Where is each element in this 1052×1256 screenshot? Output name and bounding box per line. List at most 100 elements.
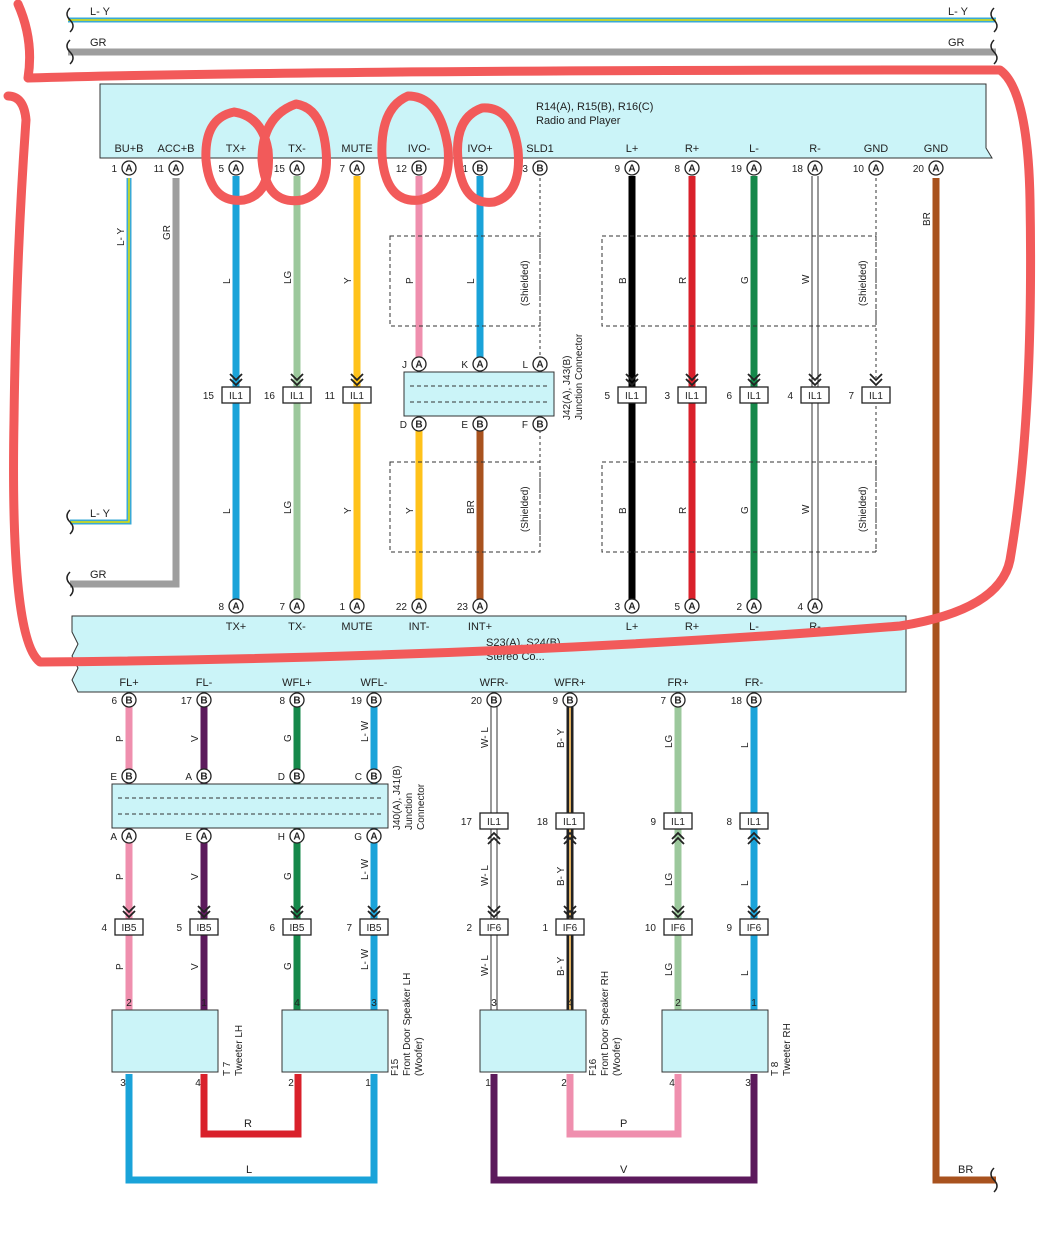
il1-right-chev-3: [747, 831, 761, 845]
j40-bottom-letter-0: A: [110, 832, 117, 843]
speaker-wire-right-label-a-3: L: [740, 742, 751, 748]
lower-wire-label-3: Y: [405, 507, 416, 514]
bu-b-wire-label: L- Y: [116, 228, 127, 246]
il1-right-3-pin: 8: [726, 817, 732, 828]
stereo-top-pin-num-6: 5: [674, 602, 680, 613]
radio-pin-num-13: 20: [913, 164, 925, 175]
il1-upper-0-label: IL1: [229, 391, 243, 402]
il1-upper-chev-4: [685, 373, 699, 387]
radio-pin-6-circle: [472, 160, 488, 176]
speaker-wire-right-label-b-3: L: [740, 880, 751, 886]
radio-pin-3-circle: [289, 160, 305, 176]
radio-pin-0-circle: [121, 160, 137, 176]
stereo-top-pin-3-circle: [411, 598, 427, 614]
j40-top-letter-0: E: [110, 772, 117, 783]
speaker-wire-left-label-b-1: V: [190, 873, 201, 880]
upper-wire-label-8: W: [801, 274, 812, 284]
stereo-top-pin-num-7: 2: [736, 602, 742, 613]
stereo-bottom-pin-name-4: WFR-: [480, 677, 509, 689]
stereo-top-pin-0-circle: [228, 598, 244, 614]
loop-r-label: R: [244, 1118, 252, 1130]
speaker-3-pin-top-l: 2: [675, 998, 681, 1009]
stereo-bottom-pin-num-4: 20: [471, 696, 483, 707]
speaker-wire-left-label-b-3: L- W: [360, 858, 371, 880]
stereo-bottom-pin-circle-0-letter: B: [125, 696, 132, 707]
stereo-top-pin-name-5: L+: [626, 621, 639, 633]
stereo-bottom-pin-num-3: 19: [351, 696, 363, 707]
ib5-3-label: IB5: [366, 923, 381, 934]
speaker-3-id: T 8: [770, 1061, 781, 1076]
stereo-bottom-pin-name-6: FR+: [667, 677, 688, 689]
ib5-1-label: IB5: [196, 923, 211, 934]
loop-l-label: L: [246, 1164, 252, 1176]
stereo-top-pin-6-letter: A: [688, 602, 695, 613]
j40-bottom-letter-2: H: [278, 832, 285, 843]
ib5-2-pin: 6: [269, 923, 275, 934]
junction-connector-j40: J40(A), J41(B) Junction Connector: [111, 766, 427, 830]
il1-upper-2-pin: 11: [325, 391, 336, 402]
il1-upper-chev-1: [290, 373, 304, 387]
j40-top-letter-2: D: [278, 772, 285, 783]
il1-right-2-box: [663, 812, 693, 830]
j40-bottom-pin-0-circle: [121, 828, 137, 844]
top-bus-gr-label-left: GR: [90, 37, 107, 49]
radio-title-line2: Radio and Player: [536, 115, 621, 127]
stereo-bottom-pin-num-2: 8: [279, 696, 285, 707]
lower-left-bus-gr-label: GR: [90, 569, 107, 581]
il1-upper-1-pin: 16: [264, 391, 276, 402]
il1-upper-chev-0: [229, 373, 243, 387]
stereo-bottom-pin-circle-5-circle: [562, 692, 578, 708]
if6-0-box: [479, 918, 509, 936]
il1-right-3-box: [739, 812, 769, 830]
speaker-wire-right-label-b-0: W- L: [480, 865, 491, 886]
speaker-0-pin-top-r: 1: [201, 998, 207, 1009]
radio-pin-name-13: GND: [924, 143, 949, 155]
speaker-1-name: Front Door Speaker LH: [402, 973, 413, 1076]
stereo-top-pin-name-6: R+: [685, 621, 699, 633]
speaker-0-name: Tweeter LH: [234, 1025, 245, 1076]
j42-label-line1: J42(A), J43(B): [562, 356, 573, 420]
radio-pin-num-5: 12: [396, 164, 408, 175]
shielded-boxes: (Shielded) (Shielded) (Shielded) (Shield…: [389, 178, 877, 553]
ib5-0-box: [114, 918, 144, 936]
radio-pin-num-8: 9: [614, 164, 620, 175]
j40-bottom-pin-2-letter: A: [293, 832, 300, 843]
j40-top-pin-3-circle: [366, 768, 382, 784]
il1-upper-5-box: [739, 386, 769, 404]
gnd-wire-bottom-label: BR: [958, 1164, 973, 1176]
stereo-bottom-pin-circle-5-letter: B: [566, 696, 573, 707]
speaker-3-pin-top-r: 1: [751, 998, 757, 1009]
stereo-bottom-pin-circle-7-letter: B: [750, 696, 757, 707]
upper-wire-label-6: R: [678, 277, 689, 284]
j42-top-letter-2: L: [522, 360, 528, 371]
il1-upper-2-box: [342, 386, 372, 404]
ib5-0-pin: 4: [101, 923, 107, 934]
speaker-0-pin-top-l: 2: [126, 998, 132, 1009]
radio-pin-2-letter: A: [232, 164, 239, 175]
j42-top-pin-2-circle: [532, 356, 548, 372]
il1-right-2-pin: 9: [650, 817, 656, 828]
loop-v-label: V: [620, 1164, 628, 1176]
speaker-wire-right-label-b-1: B- Y: [556, 866, 567, 886]
j40-top-pin-1-letter: B: [200, 772, 207, 783]
il1-upper-1-label: IL1: [290, 391, 304, 402]
top-bus-gr-label-right: GR: [948, 37, 965, 49]
upper-wire-label-5: B: [618, 277, 629, 284]
stereo-top-pin-5-letter: A: [628, 602, 635, 613]
speaker-0-id: T 7: [222, 1061, 233, 1076]
il1-right-0-pin: 17: [461, 817, 473, 828]
stereo-top-pin-name-1: TX-: [288, 621, 306, 633]
stereo-bottom-pin-circle-2-letter: B: [293, 696, 300, 707]
stereo-top-pin-num-1: 7: [279, 602, 285, 613]
il1-upper-5-pin: 6: [726, 391, 732, 402]
stereo-bottom-pin-circle-3-circle: [366, 692, 382, 708]
il1-upper-2-label: IL1: [350, 391, 364, 402]
j42-top-letter-0: J: [402, 360, 407, 371]
if6-1-pin: 1: [542, 923, 548, 934]
speaker-3-pin-bot-l: 4: [669, 1078, 675, 1089]
if6-3-pin: 9: [726, 923, 732, 934]
speaker-0-pin-bot-r: 4: [195, 1078, 201, 1089]
